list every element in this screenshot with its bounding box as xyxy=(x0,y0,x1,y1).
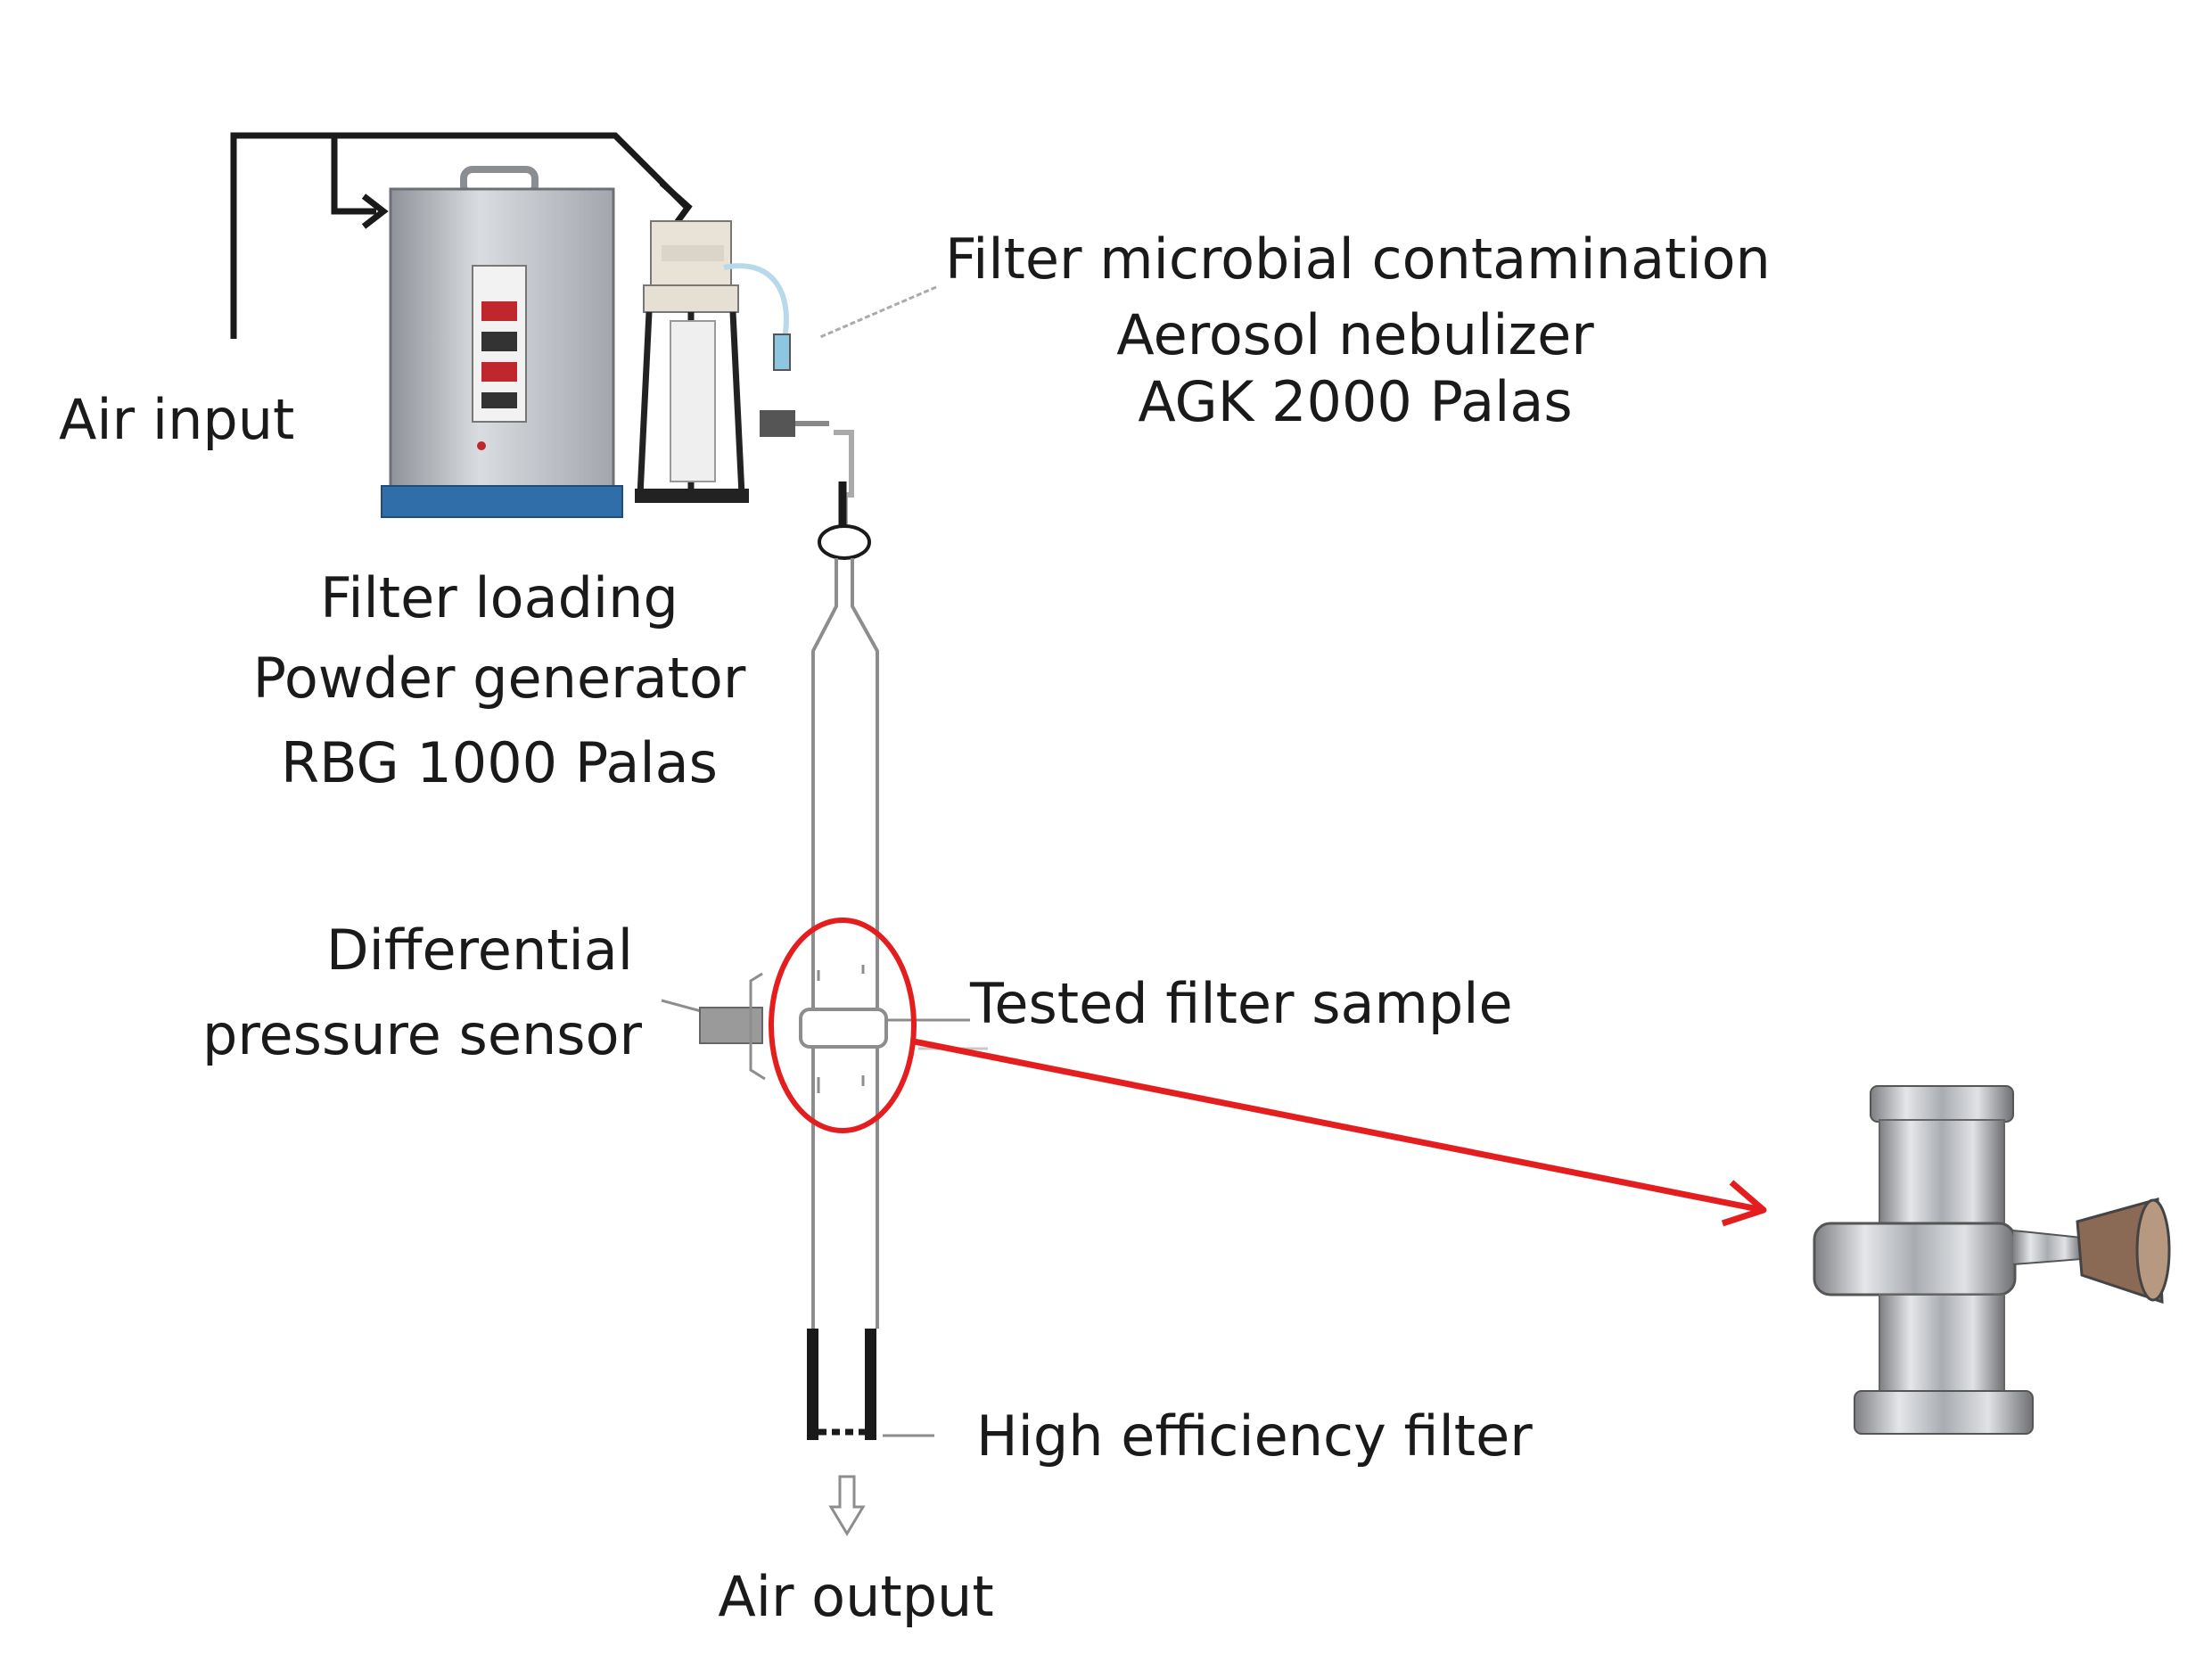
powder-generator-device xyxy=(381,166,623,518)
pressure-sensor-label-line-1: Differential xyxy=(325,918,633,983)
filter-holder-photo xyxy=(1813,1085,2171,1435)
aerosol-nebulizer-device xyxy=(635,220,829,503)
powder-generator-label-line-3: RBG 1000 Palas xyxy=(281,730,718,795)
nebulizer-label-line-1: Filter microbial contamination xyxy=(945,226,1771,292)
differential-pressure-sensor xyxy=(661,972,766,1081)
air-output-arrow xyxy=(828,1475,866,1536)
tested-filter-holder xyxy=(799,1008,888,1049)
powder-generator-label-line-1: Filter loading xyxy=(320,565,678,630)
nebulizer-leader-line xyxy=(819,285,937,339)
pressure-sensor-label-line-2: pressure sensor xyxy=(202,1002,642,1067)
nebulizer-label-line-3: AGK 2000 Palas xyxy=(1138,369,1573,434)
air-output-label: Air output xyxy=(718,1564,994,1629)
high-efficiency-filter xyxy=(807,1329,934,1440)
highlight-ellipse xyxy=(769,918,917,1133)
tested-filter-label: Tested filter sample xyxy=(970,971,1513,1036)
powder-generator-label-line-2: Powder generator xyxy=(252,646,746,711)
column-inlet-bulb xyxy=(818,524,871,560)
nebulizer-label-line-2: Aerosol nebulizer xyxy=(1116,302,1594,367)
hepa-filter-label: High efficiency filter xyxy=(976,1403,1533,1469)
air-input-label: Air input xyxy=(59,387,295,452)
zoom-arrow xyxy=(913,1038,1767,1227)
test-column xyxy=(811,558,879,1329)
